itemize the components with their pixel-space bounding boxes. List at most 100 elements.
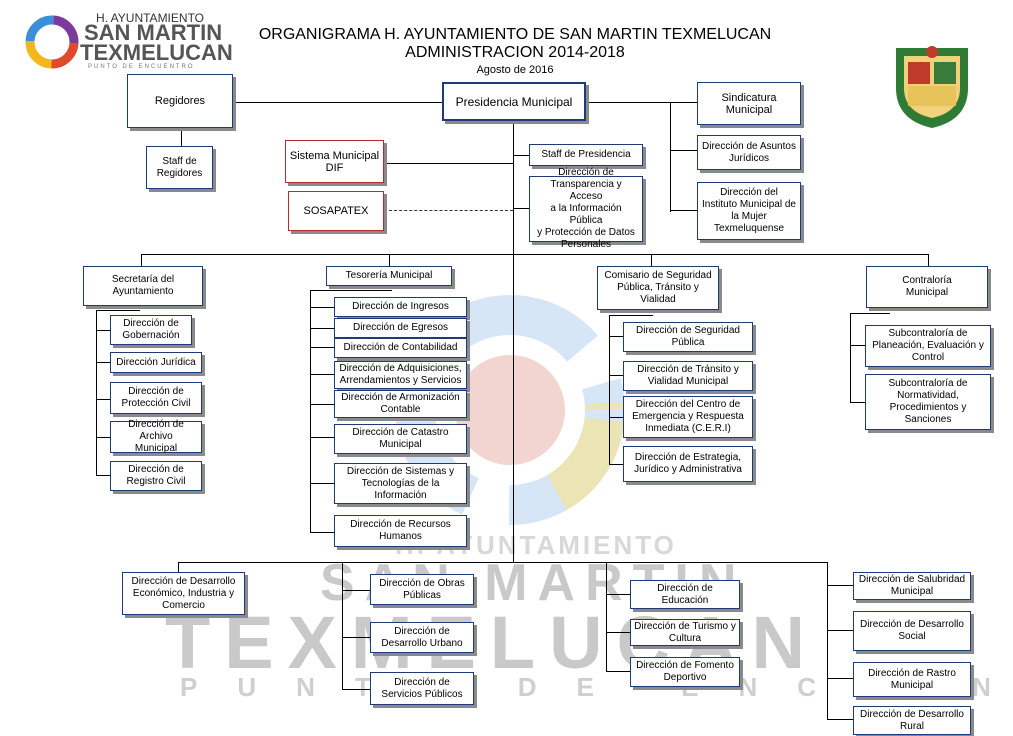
node-tesoreria-municipal[interactable]: Tesorería Municipal [326, 266, 452, 286]
node-regidores[interactable]: Regidores [127, 74, 233, 128]
connector [850, 402, 865, 403]
node-servicios-publicos[interactable]: Dirección de Servicios Públicos [370, 672, 474, 705]
logo-text-texmelucan: TEXMELUCAN [80, 40, 233, 65]
node-fomento-deportivo[interactable]: Dirección de Fomento Deportivo [630, 657, 740, 687]
connector [178, 562, 828, 563]
connector [141, 254, 142, 266]
node-presidencia-municipal[interactable]: Presidencia Municipal [442, 82, 586, 121]
connector [827, 630, 853, 631]
connector [96, 437, 110, 438]
connector [342, 637, 370, 638]
node-subcontraloria-planeacion[interactable]: Subcontraloría de Planeación, Evaluación… [865, 325, 991, 367]
node-transparencia[interactable]: Dirección de Transparencia y Acceso a la… [529, 167, 643, 250]
node-egresos[interactable]: Dirección de Egresos [334, 318, 467, 338]
connector [513, 208, 529, 209]
node-comisario-seguridad[interactable]: Comisario de Seguridad Pública, Tránsito… [597, 266, 719, 310]
node-desarrollo-urbano[interactable]: Dirección de Desarrollo Urbano [370, 622, 474, 653]
node-ceri[interactable]: Dirección del Centro de Emergencia y Res… [623, 396, 753, 438]
connector [609, 315, 653, 316]
node-contabilidad[interactable]: Dirección de Contabilidad [334, 338, 467, 358]
connector [609, 375, 623, 376]
connector [606, 632, 630, 633]
node-obras-publicas[interactable]: Dirección de Obras Públicas [370, 574, 474, 605]
node-subcontraloria-normatividad[interactable]: Subcontraloría de Normatividad, Procedim… [865, 374, 991, 430]
chart-subtitle: ADMINISTRACION 2014-2018 [405, 44, 625, 61]
connector [389, 254, 390, 266]
connector [141, 254, 929, 255]
connector [850, 313, 890, 314]
node-juridica[interactable]: Dirección Jurídica [110, 352, 202, 373]
connector [342, 590, 370, 591]
connector [310, 290, 392, 291]
node-sistema-dif[interactable]: Sistema Municipal DIF [285, 140, 384, 183]
node-gobernacion[interactable]: Dirección de Gobernación [110, 315, 192, 345]
node-catastro[interactable]: Dirección de Catastro Municipal [334, 424, 467, 454]
connector [609, 417, 623, 418]
connector [310, 404, 334, 405]
node-educacion[interactable]: Dirección de Educación [630, 580, 740, 609]
connector [850, 313, 851, 403]
connector [651, 254, 652, 266]
node-archivo-municipal[interactable]: Dirección de Archivo Municipal [110, 419, 202, 454]
dashed-connector [384, 210, 513, 211]
connector [233, 102, 443, 103]
connector [827, 719, 853, 720]
connector [181, 128, 182, 146]
node-staff-presidencia[interactable]: Staff de Presidencia [529, 144, 643, 166]
node-contraloria-municipal[interactable]: Contraloría Municipal [866, 266, 988, 308]
connector [670, 102, 671, 212]
connector [586, 102, 698, 103]
node-desarrollo-rural[interactable]: Dirección de Desarrollo Rural [853, 706, 971, 735]
node-salubridad[interactable]: Dirección de Salubridad Municipal [853, 572, 971, 600]
node-asuntos-juridicos[interactable]: Dirección de Asuntos Jurídicos [697, 135, 801, 170]
connector [513, 121, 514, 562]
node-desarrollo-economico[interactable]: Dirección de Desarrollo Económico, Indus… [122, 572, 245, 615]
node-transito-vialidad[interactable]: Dirección de Tránsito y Vialidad Municip… [623, 361, 753, 391]
node-seguridad-publica[interactable]: Dirección de Seguridad Pública [623, 322, 753, 352]
node-sistemas-tecnologias[interactable]: Dirección de Sistemas y Tecnologías de l… [334, 463, 467, 504]
node-desarrollo-social[interactable]: Dirección de Desarrollo Social [853, 611, 971, 651]
coat-of-arms-icon [896, 46, 968, 128]
connector [96, 310, 140, 311]
node-sosapatex[interactable]: SOSAPATEX [288, 191, 384, 231]
node-proteccion-civil[interactable]: Dirección de Protección Civil [110, 382, 202, 414]
node-registro-civil[interactable]: Dirección de Registro Civil [110, 461, 202, 491]
connector [310, 532, 334, 533]
connector [342, 689, 370, 690]
connector [310, 483, 334, 484]
connector [310, 290, 311, 533]
connector [310, 328, 334, 329]
connector [96, 330, 110, 331]
node-recursos-humanos[interactable]: Dirección de Recursos Humanos [334, 515, 467, 547]
node-ingresos[interactable]: Dirección de Ingresos [334, 297, 467, 317]
connector [342, 562, 343, 690]
connector [310, 307, 334, 308]
node-adquisiciones[interactable]: Dirección de Adquisiciones, Arrendamient… [334, 361, 467, 389]
node-staff-regidores[interactable]: Staff de Regidores [146, 146, 213, 189]
connector [606, 562, 607, 672]
node-sindicatura[interactable]: Sindicatura Municipal [697, 82, 801, 125]
connector [928, 254, 929, 266]
node-rastro[interactable]: Dirección de Rastro Municipal [853, 662, 971, 697]
node-armonizacion-contable[interactable]: Dirección de Armonización Contable [334, 390, 467, 418]
logo-text-san-martin: SAN MARTIN [84, 20, 223, 45]
connector [310, 347, 334, 348]
connector [178, 562, 179, 572]
node-turismo-cultura[interactable]: Dirección de Turismo y Cultura [630, 619, 740, 646]
node-secretaria-ayuntamiento[interactable]: Secretaría del Ayuntamiento [83, 266, 203, 306]
chart-title: ORGANIGRAMA H. AYUNTAMIENTO DE SAN MARTI… [258, 26, 772, 43]
chart-date: Agosto de 2016 [476, 64, 554, 76]
connector [384, 163, 513, 164]
node-instituto-mujer[interactable]: Dirección del Instituto Municipal de la … [697, 182, 801, 240]
connector [670, 210, 698, 211]
connector [96, 362, 110, 363]
logo-text-small: H. AYUNTAMIENTO [96, 11, 205, 25]
connector [310, 374, 334, 375]
connector [606, 671, 630, 672]
connector [827, 562, 828, 720]
node-estrategia-juridico[interactable]: Dirección de Estrategia, Jurídico y Admi… [623, 446, 753, 482]
connector [609, 464, 623, 465]
logo-text-tagline: PUNTO DE ENCUENTRO [88, 64, 195, 70]
connector [609, 315, 610, 465]
